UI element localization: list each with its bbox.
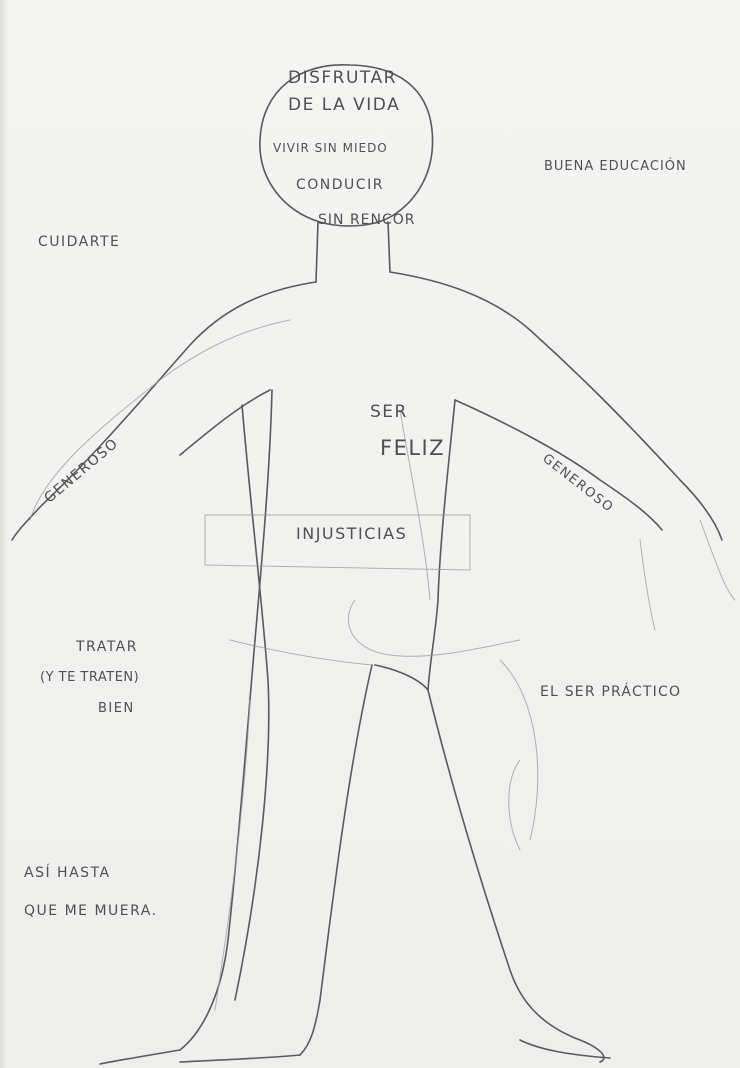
- text-bien: BIEN: [98, 702, 135, 715]
- text-el-ser-practico: EL SER PRÁCTICO: [540, 685, 681, 699]
- head-text-sin-rencor: SIN RENCOR: [318, 213, 416, 227]
- text-buena-educacion: BUENA EDUCACIÓN: [544, 160, 687, 173]
- sketch-belly: [348, 600, 520, 656]
- left-foot: [100, 1050, 300, 1064]
- text-y-te-traten: (Y TE TRATEN): [40, 671, 139, 684]
- sketch-left-leg: [215, 700, 250, 1010]
- text-cuidarte: CUIDARTE: [38, 235, 120, 249]
- head-text-conducir: CONDUCIR: [296, 178, 384, 192]
- torso-left-inner: [235, 405, 269, 1000]
- sketch-right-leg: [500, 660, 538, 850]
- torso-left: [180, 390, 272, 1050]
- leg-left-inner: [300, 665, 372, 1055]
- sketch-hip-left: [230, 640, 372, 665]
- head-text-de-la-vida: DE LA VIDA: [288, 97, 400, 114]
- left-inner-arm: [180, 390, 270, 455]
- text-injusticias: INJUSTICIAS: [296, 526, 407, 542]
- text-ser: SER: [370, 404, 408, 421]
- head-text-disfrutar: DISFRUTAR: [288, 70, 397, 87]
- text-asi-hasta: ASÍ HASTA: [24, 866, 111, 880]
- text-que-me-muera: QUE ME MUERA.: [24, 904, 158, 918]
- neck-left: [316, 222, 318, 282]
- neck-right: [388, 222, 390, 272]
- text-tratar: TRATAR: [76, 640, 138, 654]
- head-text-vivir-sin-miedo: VIVIR SIN MIEDO: [273, 142, 388, 154]
- right-shoulder: [390, 272, 722, 540]
- text-feliz: FELIZ: [380, 438, 445, 459]
- leg-right-inner: [375, 665, 604, 1062]
